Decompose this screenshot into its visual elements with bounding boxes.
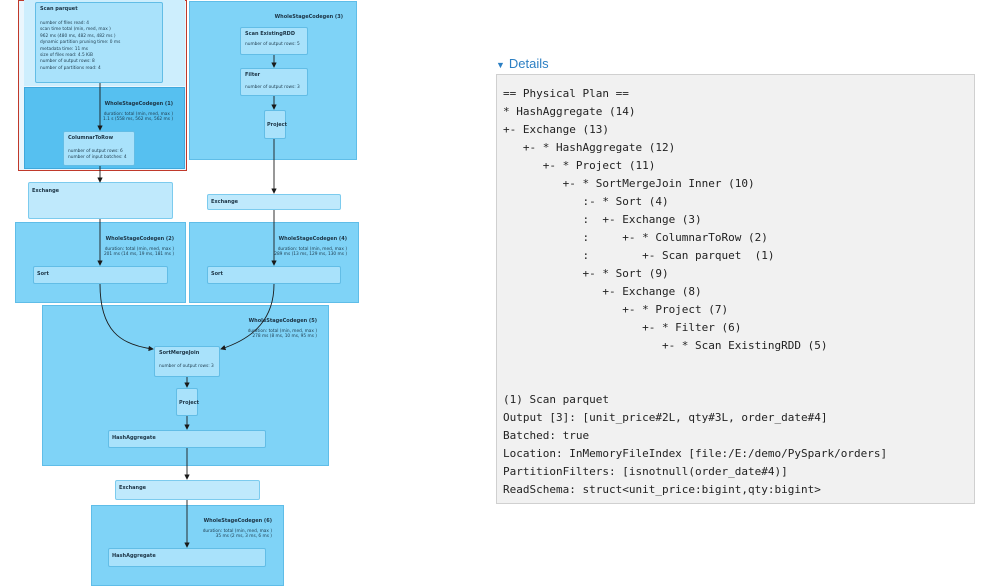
project-node-mid[interactable]: Project	[176, 388, 200, 416]
plan-line	[503, 373, 968, 391]
plan-line: :- * Sort (4)	[503, 195, 669, 208]
node-title: ColumnarToRow	[68, 135, 114, 141]
plan-line: +- * Project (11)	[503, 159, 656, 172]
plan-line: +- * Scan ExistingRDD (5)	[503, 339, 828, 352]
wsc4-cluster[interactable]: WholeStageCodegen (4) duration: total (m…	[189, 222, 359, 303]
exchange-node-bottom[interactable]: Exchange	[115, 480, 260, 500]
exchange-node-right[interactable]: Exchange	[207, 194, 341, 210]
plan-line: +- * Sort (9)	[503, 267, 669, 280]
cluster-duration-label: duration: total (min, med, max )	[104, 247, 174, 252]
columnar-to-row-node[interactable]: ColumnarToRow number of output rows: 6 n…	[63, 131, 135, 166]
cluster-duration-value: 278 ms (8 ms, 10 ms, 95 ms )	[252, 334, 317, 339]
cluster-duration-label: duration: total (min, med, max )	[277, 247, 347, 252]
plan-line: Location: InMemoryFileIndex [file:/E:/de…	[503, 447, 888, 460]
plan-line: * HashAggregate (14)	[503, 105, 636, 118]
node-metric: number of output rows: 6	[68, 149, 123, 154]
scan-existing-rdd-node[interactable]: Scan ExistingRDD number of output rows: …	[240, 27, 308, 55]
node-title: Project	[267, 122, 288, 128]
cluster-duration-label: duration: total (min, med, max )	[202, 529, 272, 534]
node-title: Sort	[211, 271, 223, 277]
cluster-title: WholeStageCodegen (1)	[104, 101, 173, 107]
node-metric: scan time total (min, med, max )	[40, 27, 111, 33]
details-toggle[interactable]: ▼Details	[496, 56, 549, 71]
plan-line: +- * HashAggregate (12)	[503, 141, 676, 154]
node-title: Project	[179, 400, 200, 406]
plan-line: : +- * ColumnarToRow (2)	[503, 231, 768, 244]
node-title: Exchange	[119, 485, 147, 491]
plan-line: +- * SortMergeJoin Inner (10)	[503, 177, 755, 190]
node-metric: number of files read: 4	[40, 21, 90, 26]
node-metric: number of output rows: 3	[159, 364, 214, 369]
caret-down-icon: ▼	[496, 60, 505, 70]
node-title: Exchange	[32, 188, 60, 194]
plan-line: == Physical Plan ==	[503, 87, 629, 100]
node-title: Exchange	[211, 199, 239, 205]
node-title: Filter	[245, 72, 261, 78]
cluster-duration-value: 35 ms (2 ms, 3 ms, 6 ms )	[215, 534, 272, 539]
plan-line: +- * Filter (6)	[503, 321, 742, 334]
details-toggle-label: Details	[508, 56, 549, 71]
cluster-title: WholeStageCodegen (2)	[105, 236, 174, 242]
cluster-title: WholeStageCodegen (5)	[248, 318, 317, 324]
node-metric: number of input batches: 4	[68, 155, 127, 161]
cluster-title: WholeStageCodegen (6)	[203, 518, 272, 524]
node-title: Scan parquet	[40, 6, 78, 12]
node-metric: 962 ms (480 ms, 482 ms, 482 ms )	[40, 33, 116, 39]
plan-line: (1) Scan parquet	[503, 393, 609, 406]
plan-line: +- * Project (7)	[503, 303, 729, 316]
cluster-title: WholeStageCodegen (4)	[278, 236, 347, 242]
node-metrics: number of output rows: 6 number of input…	[68, 149, 130, 162]
plan-line: Batched: true	[503, 429, 590, 442]
node-metric: dynamic partition pruning time: 0 ms	[40, 40, 121, 46]
physical-plan-box: == Physical Plan == * HashAggregate (14) +…	[496, 74, 975, 504]
exchange-node-left[interactable]: Exchange	[28, 182, 173, 219]
plan-line: : +- Exchange (3)	[503, 213, 702, 226]
node-metric: metadata time: 11 ms	[40, 46, 88, 52]
node-metric: size of files read: 4.5 KiB	[40, 53, 94, 59]
physical-plan-text: == Physical Plan == * HashAggregate (14) +…	[503, 85, 968, 499]
wsc2-cluster[interactable]: WholeStageCodegen (2) duration: total (m…	[15, 222, 186, 303]
plan-line	[503, 355, 968, 373]
cluster-title: WholeStageCodegen (3)	[274, 14, 343, 20]
node-metric: number of partitions read: 4	[40, 65, 101, 71]
plan-line: : +- Scan parquet (1)	[503, 249, 775, 262]
project-node-top[interactable]: Project	[264, 110, 288, 139]
node-title: SortMergeJoin	[159, 350, 200, 356]
plan-line: +- Exchange (13)	[503, 123, 609, 136]
node-metric: number of output rows: 3	[245, 85, 300, 90]
node-title: Scan ExistingRDD	[245, 31, 295, 37]
plan-line: Output [3]: [unit_price#2L, qty#3L, orde…	[503, 411, 828, 424]
plan-line: PartitionFilters: [isnotnull(order_date#…	[503, 465, 788, 478]
cluster-duration-value: 1.1 s (558 ms, 562 ms, 562 ms )	[103, 117, 173, 122]
hash-aggregate-node-bottom[interactable]: HashAggregate	[108, 548, 266, 567]
cluster-duration-value: 201 ms (14 ms, 19 ms, 181 ms )	[103, 252, 174, 257]
filter-node[interactable]: Filter number of output rows: 3	[240, 68, 308, 96]
node-metric: number of output rows: 5	[245, 42, 300, 47]
hash-aggregate-node-mid[interactable]: HashAggregate	[108, 430, 266, 448]
wsc6-cluster[interactable]: WholeStageCodegen (6) duration: total (m…	[91, 505, 284, 586]
node-metric: number of output rows: 8	[40, 59, 95, 65]
plan-line: +- Exchange (8)	[503, 285, 702, 298]
sort-node-left[interactable]: Sort	[33, 266, 168, 284]
node-title: HashAggregate	[112, 435, 156, 441]
sort-node-right[interactable]: Sort	[207, 266, 341, 284]
cluster-duration-label: duration: total (min, med, max )	[247, 329, 317, 334]
cluster-duration-label: duration: total (min, med, max )	[103, 112, 173, 117]
node-title: Sort	[37, 271, 49, 277]
plan-line: ReadSchema: struct<unit_price:bigint,qty…	[503, 483, 821, 496]
node-title: HashAggregate	[112, 553, 156, 559]
cluster-duration-value: 289 ms (13 ms, 129 ms, 130 ms )	[274, 252, 347, 257]
sort-merge-join-node[interactable]: SortMergeJoin number of output rows: 3	[154, 346, 220, 377]
